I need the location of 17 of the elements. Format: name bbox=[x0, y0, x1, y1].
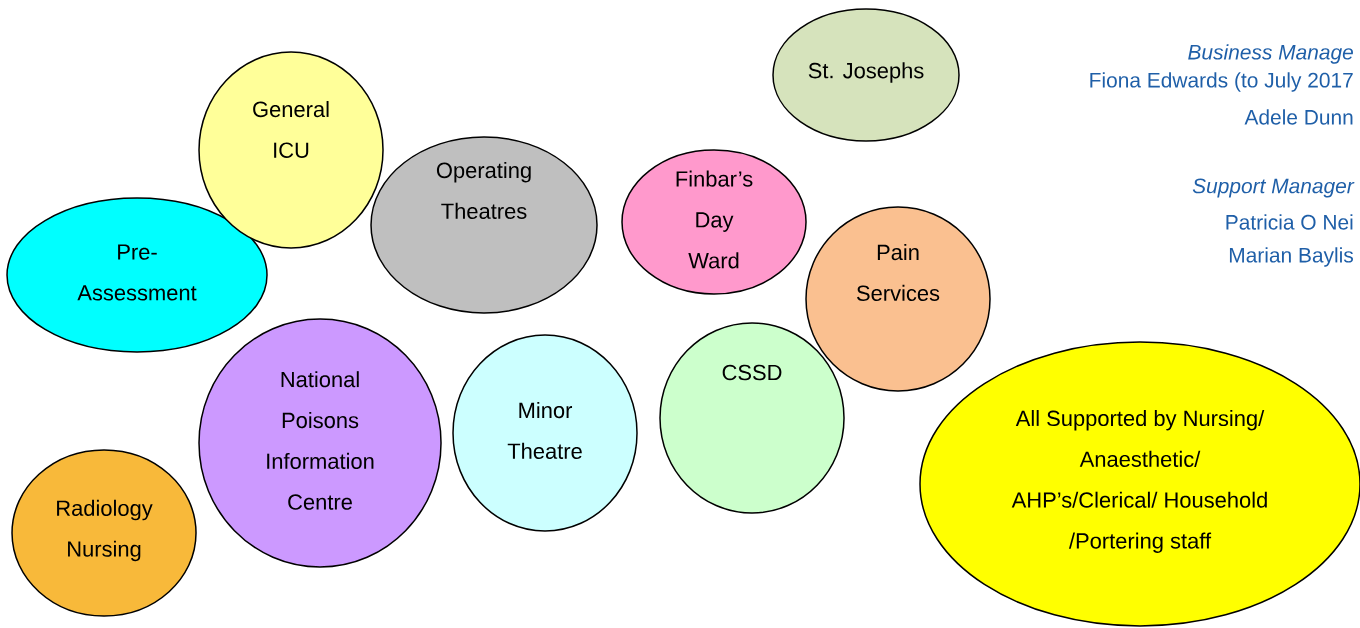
circle-node: Operating Theatres bbox=[370, 136, 598, 314]
circle-node: St. Josephs bbox=[772, 8, 960, 142]
name-label: Marian Baylis bbox=[1229, 247, 1353, 267]
circle-node: CSSD bbox=[659, 322, 845, 514]
name-label: Adele Dunn bbox=[1244, 109, 1353, 125]
name-label: Support Manager bbox=[1192, 178, 1355, 198]
circle-node: National Poisons Information Centre bbox=[198, 318, 442, 568]
name-label: Business Manage bbox=[1188, 44, 1353, 64]
circle-node: Minor Theatre bbox=[452, 334, 638, 532]
circle-node: General ICU bbox=[198, 51, 384, 249]
circle-node: Pain Services bbox=[805, 206, 991, 392]
name-label: Patricia O Nei bbox=[1226, 214, 1353, 230]
name-label: Fiona Edwards (to July 2017 bbox=[1090, 72, 1353, 92]
circle-node: Finbar’s Day Ward bbox=[621, 149, 807, 295]
circle-node: Pre- Assessment bbox=[6, 197, 268, 353]
circle-node: Radiology Nursing bbox=[11, 449, 197, 617]
circle-node: All Supported by Nursing/ Anaesthetic/ AHP’s/Clerical/ Household /Portering staff bbox=[919, 341, 1360, 627]
